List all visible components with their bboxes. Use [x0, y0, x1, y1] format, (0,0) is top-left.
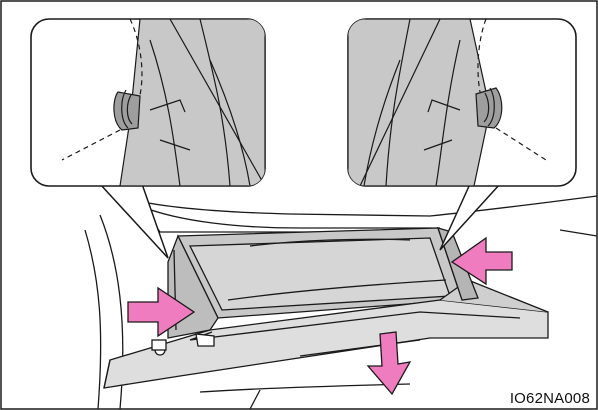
right-callout: [348, 19, 576, 186]
figure-code: IO62NA008: [508, 390, 592, 407]
left-callout: [31, 19, 265, 186]
